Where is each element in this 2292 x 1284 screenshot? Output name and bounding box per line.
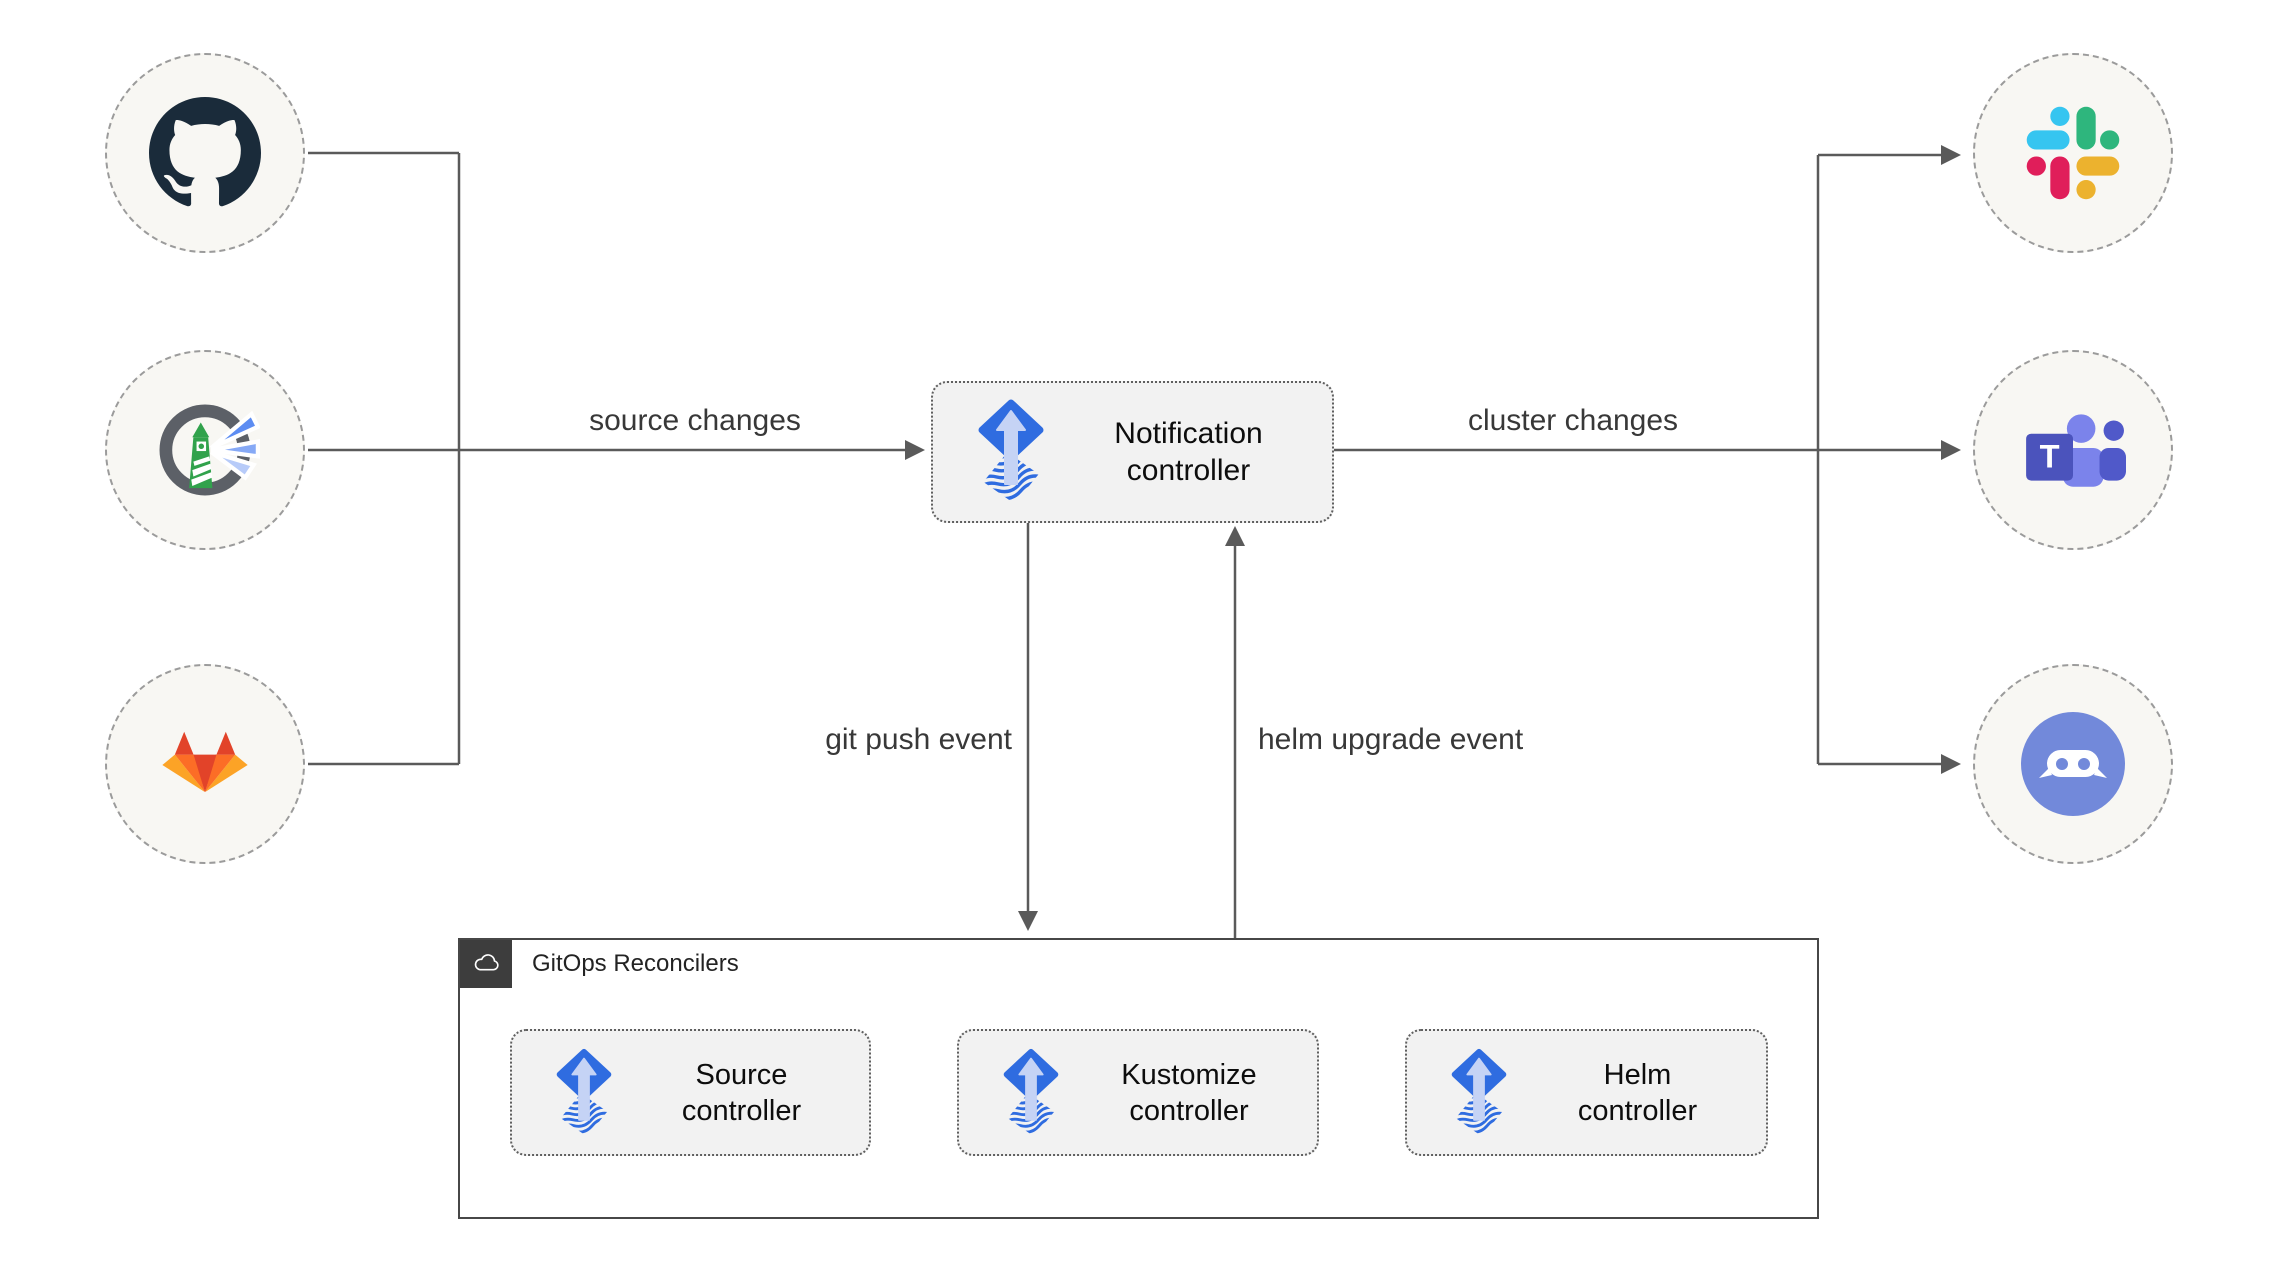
right-target-bus [1816,145,1961,774]
flux-icon [556,1048,612,1138]
github-icon [149,97,261,207]
teams-icon: T [2026,414,2126,487]
source-controller-node: Source controller [510,1029,871,1156]
cloud-icon [474,954,499,971]
harbor-node [105,350,305,550]
teams-node: T [1973,350,2173,550]
flux-icon [1003,1048,1059,1138]
teams-monogram: T [2040,437,2060,474]
edge-label-helm-upgrade-event: helm upgrade event [1258,723,1524,756]
discord-node [1973,664,2173,864]
kustomize-controller-label: Kustomize controller [1121,1058,1257,1127]
flux-icon [978,399,1044,505]
slack-node [1973,53,2173,253]
discord-icon [2021,712,2125,816]
harbor-icon [159,404,260,496]
gitlab-icon [162,731,248,793]
cloud-badge [460,940,512,988]
gitlab-node [105,664,305,864]
edge-label-source-changes: source changes [589,404,801,437]
source-controller-label: Source controller [681,1058,802,1127]
notification-controller-label: Notification controller [1114,417,1263,487]
notification-controller-node: Notification controller [931,381,1334,523]
helm-controller-label: Helm controller [1577,1058,1698,1127]
edge-label-cluster-changes: cluster changes [1467,404,1679,437]
left-source-bus [308,151,461,766]
kustomize-controller-node: Kustomize controller [957,1029,1319,1156]
gitops-reconcilers-container: GitOps Reconcilers Source controller [458,938,1819,1219]
flux-icon [1451,1048,1507,1138]
github-node [105,53,305,253]
edge-label-git-push-event: git push event [825,723,1012,756]
helm-controller-node: Helm controller [1405,1029,1768,1156]
gitops-reconcilers-title: GitOps Reconcilers [532,950,739,977]
slack-icon [2026,106,2120,200]
